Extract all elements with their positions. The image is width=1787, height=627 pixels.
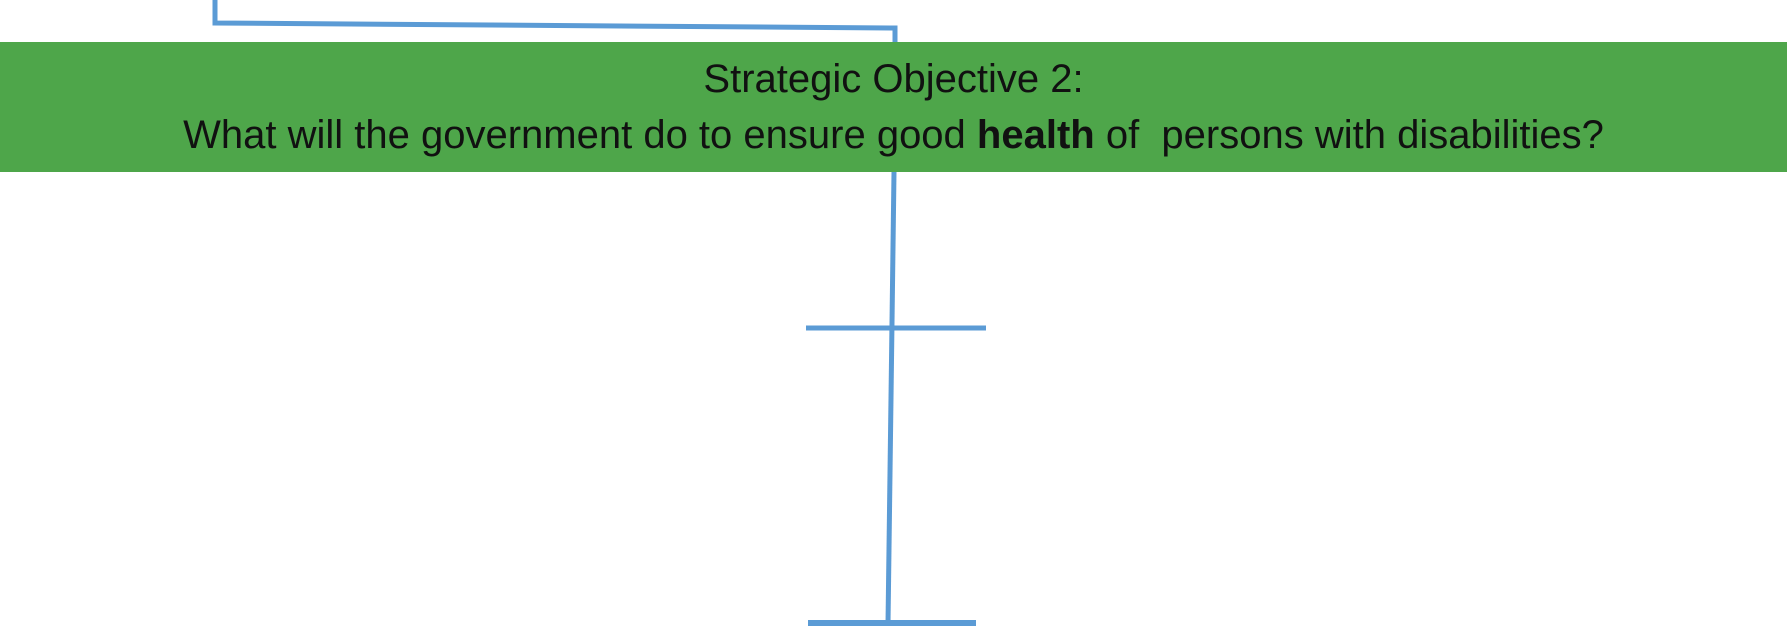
objective-banner: Strategic Objective 2: What will the gov…: [0, 42, 1787, 172]
question-emphasis: health: [976, 113, 1095, 157]
question-text-before: What will the government do to ensure go…: [183, 113, 977, 157]
objective-title: Strategic Objective 2:: [703, 57, 1084, 101]
question-text-after: of persons with disabilities?: [1094, 113, 1604, 157]
parent-connector: [212, 0, 898, 42]
objective-question: What will the government do to ensure go…: [183, 107, 1604, 163]
trunk-line: [885, 171, 897, 625]
